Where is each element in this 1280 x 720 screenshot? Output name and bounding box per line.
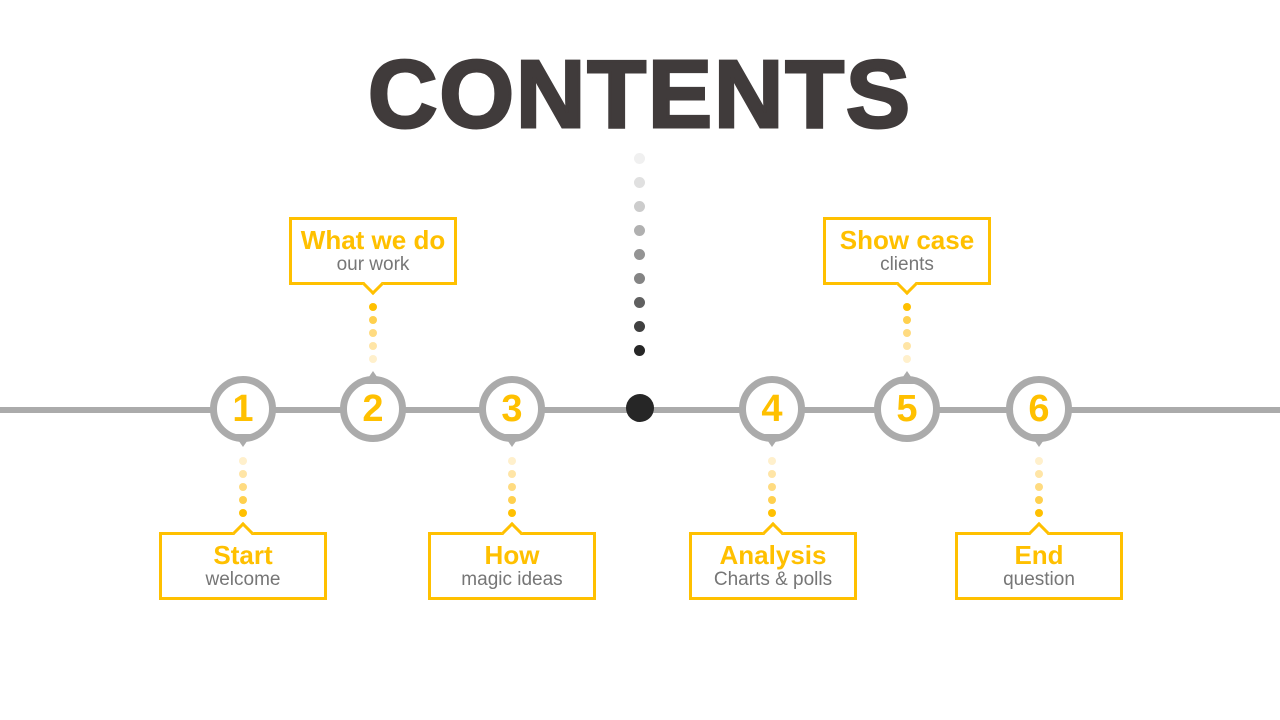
timeline-node-6[interactable]: 6 bbox=[1006, 376, 1072, 447]
box-title: What we do bbox=[300, 224, 446, 255]
node-tail-down-icon bbox=[503, 434, 521, 447]
content-box-how[interactable]: How magic ideas bbox=[428, 521, 596, 600]
connector-dots-icon bbox=[508, 457, 516, 517]
content-box-analysis[interactable]: Analysis Charts & polls bbox=[689, 521, 857, 600]
node-tail-up-icon bbox=[898, 371, 916, 384]
box-title: Show case bbox=[839, 224, 975, 255]
content-box-start[interactable]: Start welcome bbox=[159, 521, 327, 600]
page-title: CONTENTS bbox=[367, 40, 912, 150]
content-box-show-case[interactable]: Show case clients bbox=[823, 217, 991, 296]
box-title: Start bbox=[213, 539, 273, 570]
timeline-node-5[interactable]: 5 bbox=[874, 371, 940, 442]
connector-dots-icon bbox=[1035, 457, 1043, 517]
node-number: 5 bbox=[896, 388, 918, 430]
box-subtitle: our work bbox=[336, 254, 410, 276]
box-subtitle: magic ideas bbox=[461, 569, 563, 591]
fading-dots-vertical-icon bbox=[634, 153, 645, 356]
timeline-node-3[interactable]: 3 bbox=[479, 376, 545, 447]
box-title: End bbox=[1014, 539, 1064, 570]
notch-down-icon bbox=[362, 273, 384, 296]
node-number: 4 bbox=[761, 388, 783, 430]
timeline-center-dot-icon bbox=[626, 394, 654, 422]
connector-dots-icon bbox=[768, 457, 776, 517]
box-subtitle: clients bbox=[880, 254, 934, 276]
timeline-node-4[interactable]: 4 bbox=[739, 376, 805, 447]
node-number: 6 bbox=[1028, 388, 1050, 430]
timeline-node-1[interactable]: 1 bbox=[210, 376, 276, 447]
connector-dots-icon bbox=[903, 303, 911, 363]
box-subtitle: welcome bbox=[205, 569, 281, 591]
timeline-node-2[interactable]: 2 bbox=[340, 371, 406, 442]
box-subtitle: Charts & polls bbox=[713, 569, 833, 591]
content-box-end[interactable]: End question bbox=[955, 521, 1123, 600]
node-tail-down-icon bbox=[1030, 434, 1048, 447]
node-number: 2 bbox=[362, 388, 384, 430]
content-box-what-we-do[interactable]: What we do our work bbox=[289, 217, 457, 296]
node-tail-down-icon bbox=[763, 434, 781, 447]
box-subtitle: question bbox=[1003, 569, 1075, 591]
node-tail-up-icon bbox=[364, 371, 382, 384]
node-number: 3 bbox=[501, 388, 523, 430]
node-tail-down-icon bbox=[234, 434, 252, 447]
box-title: Analysis bbox=[719, 539, 827, 570]
notch-down-icon bbox=[896, 273, 918, 296]
node-number: 1 bbox=[232, 388, 254, 430]
connector-dots-icon bbox=[369, 303, 377, 363]
connector-dots-icon bbox=[239, 457, 247, 517]
box-title: How bbox=[484, 539, 540, 570]
